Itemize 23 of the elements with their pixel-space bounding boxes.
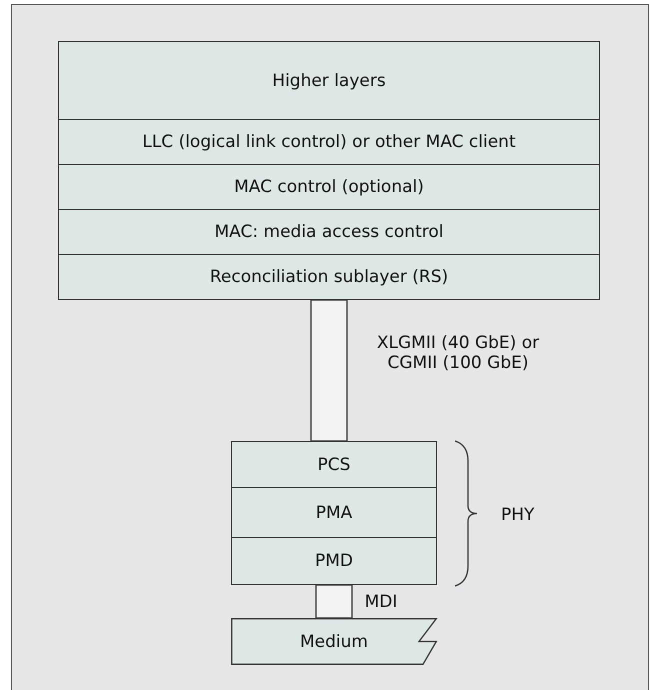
- layer-box: [58, 209, 600, 255]
- layer-name: Reconciliation sublayer (RS): [210, 267, 448, 287]
- medium-shape: [231, 618, 437, 665]
- layer-box: [58, 119, 600, 165]
- sublayer-box: [231, 537, 437, 585]
- layer-name: Medium: [300, 632, 368, 652]
- sublayer-box: [231, 487, 437, 538]
- interface-bus: [315, 584, 353, 619]
- layer-name: LLC (logical link control) or other MAC client: [142, 132, 516, 152]
- layer-name: MAC control (optional): [234, 177, 424, 197]
- sublayer-box: [231, 441, 437, 488]
- layer-name: PCS: [318, 454, 350, 474]
- layer-box: [58, 164, 600, 210]
- layer-name: Higher layers: [272, 70, 386, 90]
- layer-name: MAC: media access control: [214, 222, 444, 242]
- layer-name: PMA: [316, 502, 352, 522]
- edge-label: MDI: [364, 593, 398, 613]
- interface-bus: [310, 299, 348, 442]
- layer-box: [58, 41, 600, 120]
- group-label: PHY: [501, 506, 534, 526]
- layer-box: [58, 254, 600, 300]
- edge-label: XLGMII (40 GbE) or CGMII (100 GbE): [376, 334, 540, 374]
- layer-name: PMD: [314, 551, 353, 571]
